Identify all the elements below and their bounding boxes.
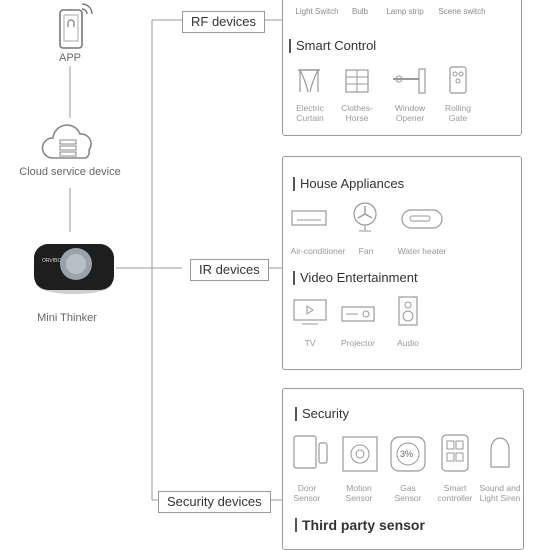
rolling-gate-remote-icon xyxy=(449,66,467,94)
clothes-horse-label: Clothes-Horse xyxy=(341,103,373,123)
ir-devices-label: IR devices xyxy=(190,259,269,281)
rf-devices-label: RF devices xyxy=(182,11,266,33)
door-sensor-icon xyxy=(293,435,328,469)
fan-label: Fan xyxy=(358,246,374,256)
curtain-icon xyxy=(298,69,320,93)
air-conditioner-label: Air-conditioner xyxy=(290,246,346,256)
hub-device-image xyxy=(34,244,114,294)
water-heater-label: Water heater xyxy=(397,246,447,256)
rf-panel: Light Switch Bulb Lamp strip Scene switc… xyxy=(282,0,522,136)
phone-icon xyxy=(59,3,93,49)
water-heater-icon xyxy=(401,209,443,229)
fan-icon xyxy=(353,202,377,232)
motion-sensor-icon xyxy=(342,436,378,472)
projector-icon xyxy=(341,306,375,322)
tv-label: TV xyxy=(304,338,316,348)
smart-controller-icon xyxy=(441,434,469,472)
hub-label: Mini Thinker xyxy=(37,312,97,324)
third-party-sensor-title: Third party sensor xyxy=(295,517,425,533)
video-entertainment-title: Video Entertainment xyxy=(293,270,418,285)
security-devices-label: Security devices xyxy=(158,491,271,513)
rf-item-label: Light Switch xyxy=(295,7,339,16)
projector-label: Projector xyxy=(340,338,375,348)
rf-item-label: Lamp strip xyxy=(386,7,424,16)
rf-item-label: Scene switch xyxy=(438,7,486,16)
air-conditioner-icon xyxy=(291,210,327,226)
cloud-label: Cloud service device xyxy=(19,166,121,178)
house-appliances-title: House Appliances xyxy=(293,176,404,191)
clothes-horse-icon xyxy=(345,69,369,93)
gas-sensor-icon xyxy=(390,436,426,472)
cloud-icon xyxy=(41,124,92,159)
gas-sensor-reading: 3% xyxy=(400,449,414,459)
audio-label: Audio xyxy=(397,338,419,348)
hub-brand-text: ORVIBO xyxy=(42,258,62,264)
window-opener-icon xyxy=(393,68,426,94)
app-label: APP xyxy=(58,52,81,64)
security-title: Security xyxy=(295,406,349,421)
rf-item-label: Bulb xyxy=(351,7,368,16)
siren-icon xyxy=(490,437,510,468)
tv-icon xyxy=(293,299,327,325)
ir-panel: House Appliances Air-conditioner Fan Wat… xyxy=(282,156,522,370)
audio-speaker-icon xyxy=(398,296,418,326)
smart-control-title: Smart Control xyxy=(289,38,376,53)
